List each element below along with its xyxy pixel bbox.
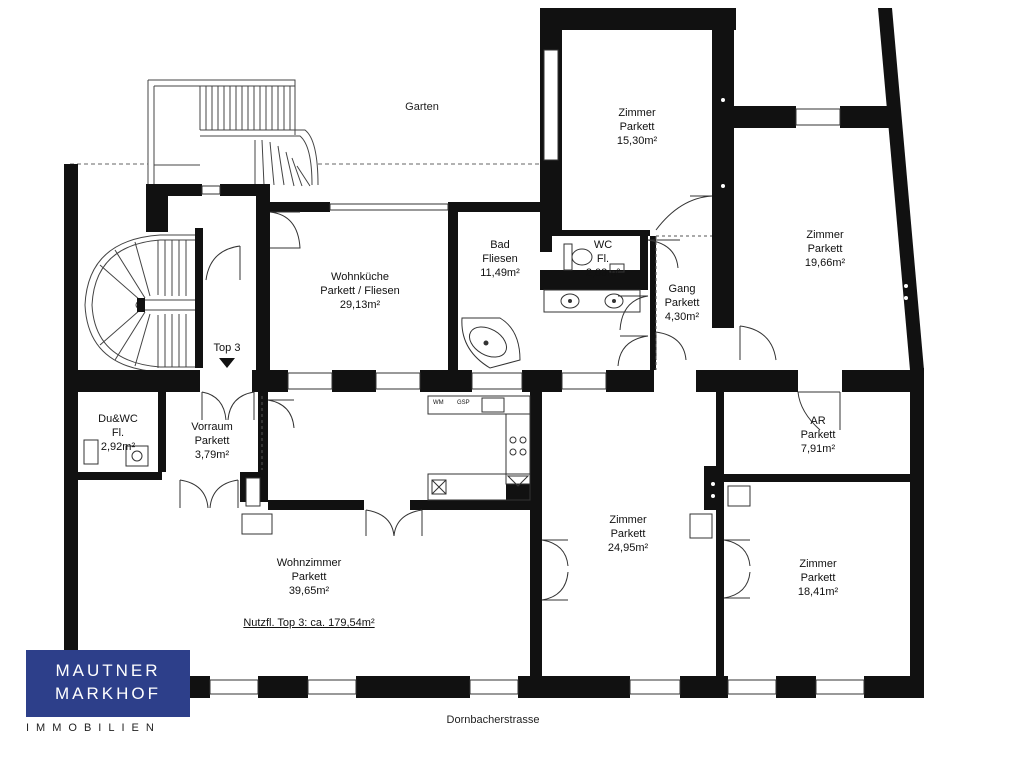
wc-toilet	[563, 243, 625, 273]
garden-stairs	[147, 79, 319, 187]
logo-line-1: MAUTNER	[55, 661, 161, 680]
walls	[64, 8, 924, 698]
washer-label: WM	[433, 400, 444, 406]
du-wc-fixtures	[83, 439, 149, 467]
logo-line-2: MARKHOF	[55, 684, 161, 703]
dishwasher-label: GSP	[457, 400, 470, 406]
street-label: Dornbacherstrasse	[446, 714, 540, 726]
logo-subline: IMMOBILIEN	[26, 722, 161, 734]
kitchen-counter	[427, 395, 531, 501]
chimney-boxes	[241, 477, 751, 539]
doors	[179, 195, 841, 601]
sinks	[543, 289, 641, 313]
entrance-label: Top 3	[213, 342, 241, 354]
bathtub	[461, 317, 521, 369]
net-area-note: Nutzfl. Top 3: ca. 179,54m²	[243, 617, 375, 629]
wall-markers	[250, 98, 908, 498]
spiral-staircase	[84, 234, 195, 373]
garden-label: Garten	[405, 101, 439, 113]
entrance-arrow	[219, 358, 235, 368]
windows	[201, 49, 865, 695]
dashed-outlines	[261, 235, 712, 470]
company-logo: MAUTNER MARKHOF	[26, 650, 190, 717]
